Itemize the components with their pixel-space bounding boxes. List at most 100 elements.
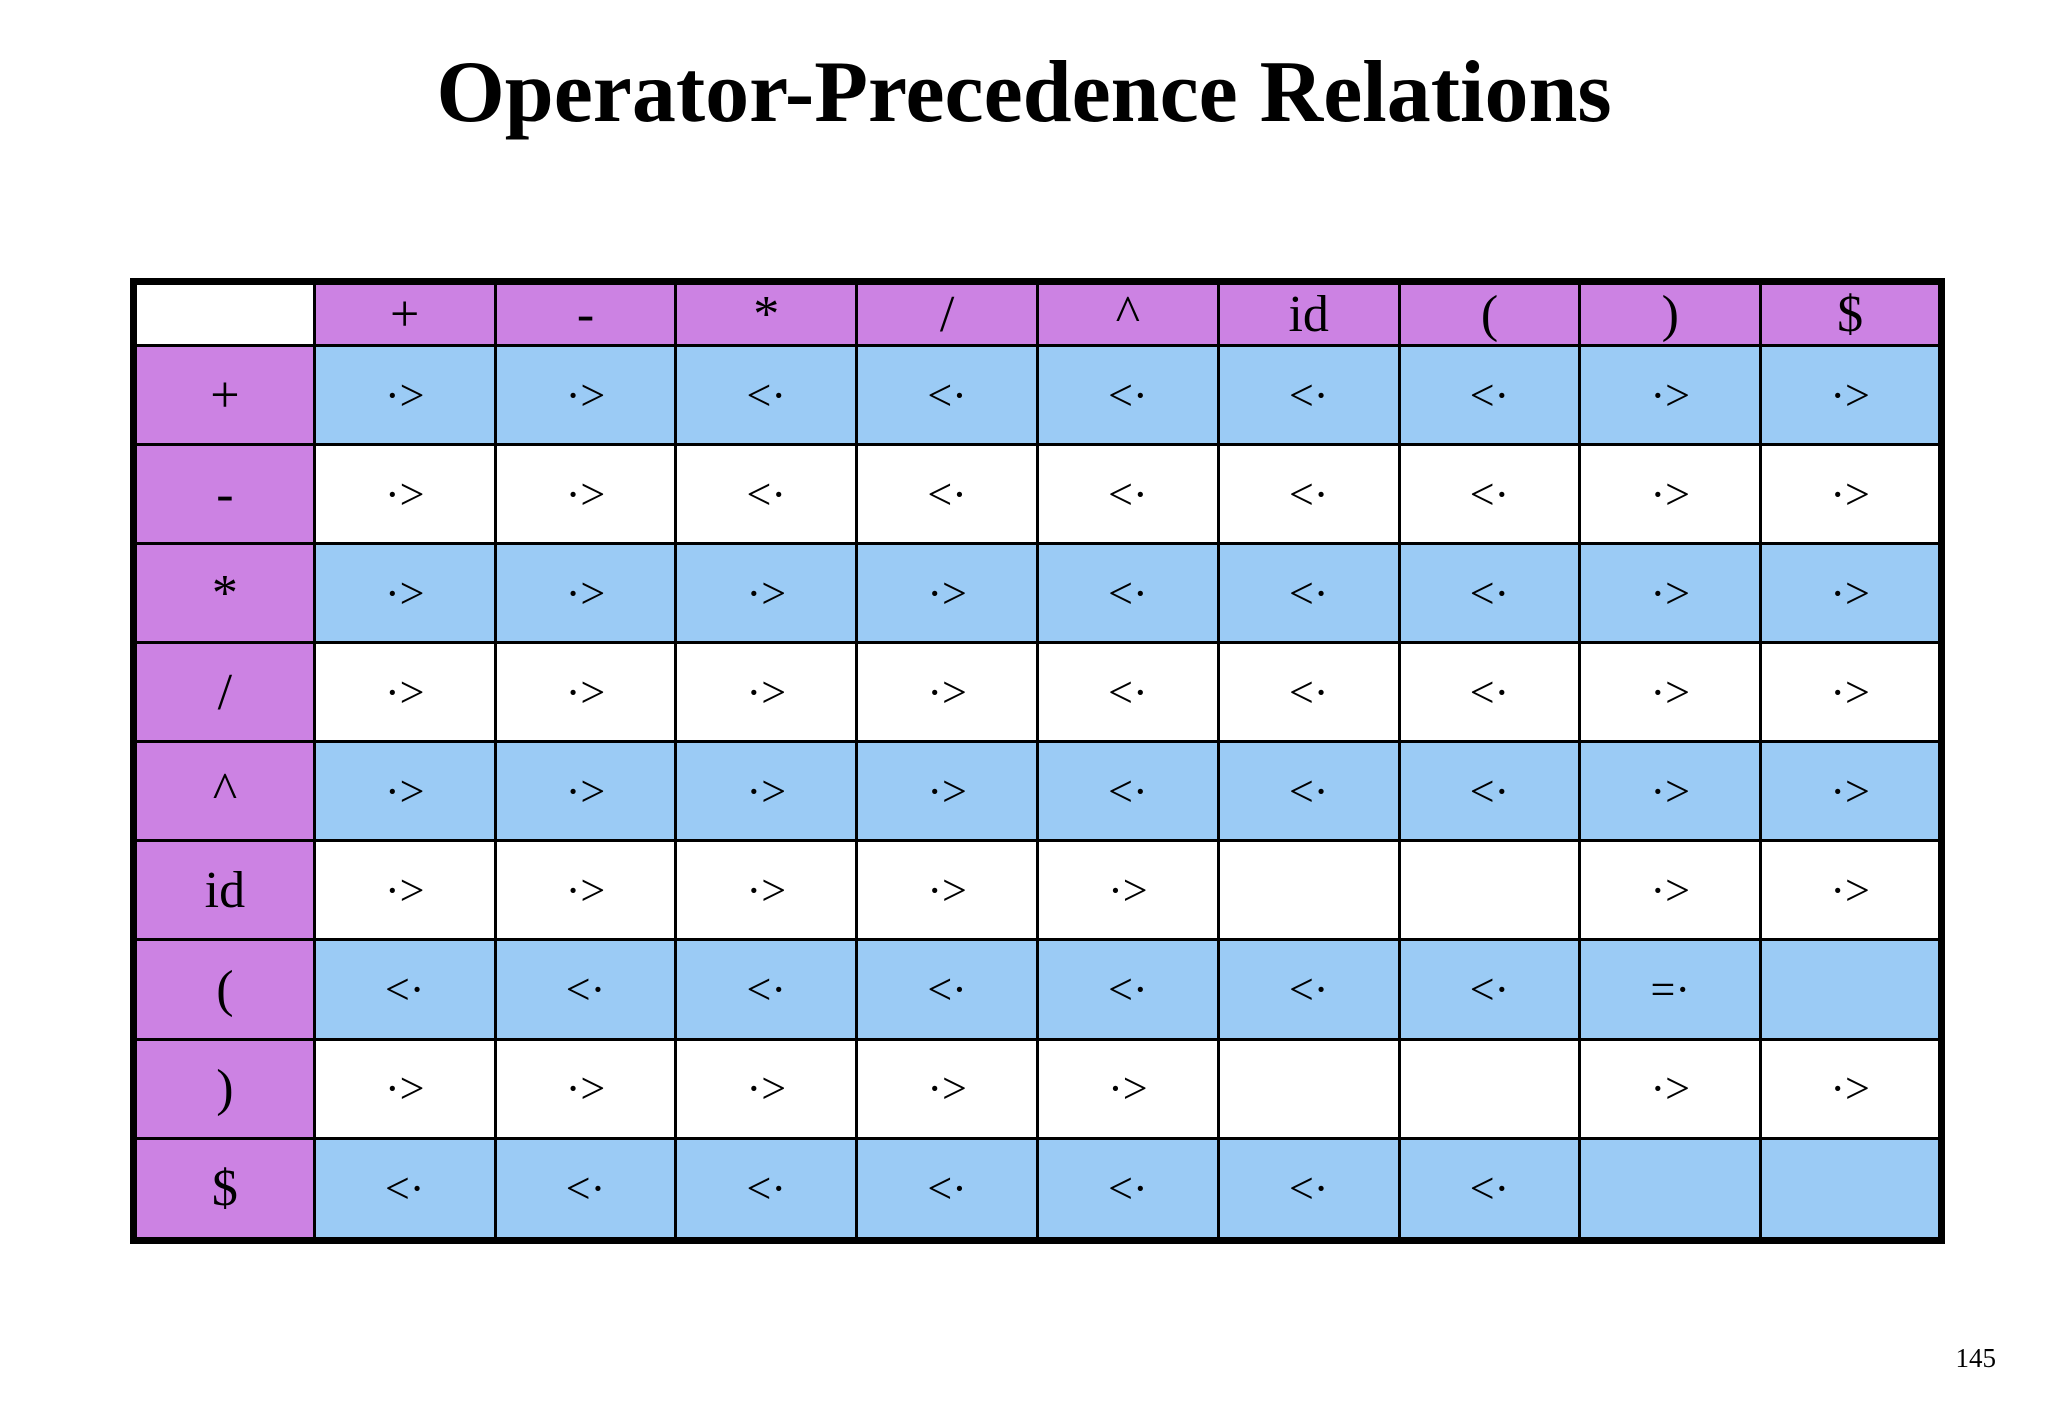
relation-cell: <·	[855, 1136, 1039, 1243]
column-header-cell: )	[1578, 280, 1763, 347]
column-header-cell: /	[855, 280, 1039, 347]
relation-cell: ·>	[1578, 839, 1763, 942]
relation-cell: <·	[1216, 343, 1401, 447]
relation-cell: ·>	[1578, 740, 1763, 843]
column-header-cell: +	[312, 280, 497, 347]
column-header-cell: ^	[1035, 280, 1220, 347]
relation-cell: ·>	[493, 839, 678, 942]
relation-cell: <·	[312, 938, 497, 1041]
relation-cell: <·	[1035, 641, 1220, 744]
relation-cell: <·	[1397, 542, 1582, 645]
relation-cell: <·	[1216, 740, 1401, 843]
relation-cell: <·	[1035, 343, 1220, 447]
relation-cell: <·	[1216, 1136, 1401, 1243]
relation-cell: <·	[1216, 641, 1401, 744]
relation-cell: ·>	[312, 641, 497, 744]
table-row: id·>·>·>·>·>·>·>	[132, 839, 1943, 942]
relation-cell: ·>	[1759, 641, 1943, 744]
relation-cell: ·>	[1035, 839, 1220, 942]
relation-cell: <·	[493, 938, 678, 1041]
relation-cell: ·>	[1578, 443, 1763, 546]
relation-cell: ·>	[855, 542, 1039, 645]
relation-cell: ·>	[493, 542, 678, 645]
relation-cell: <·	[674, 1136, 859, 1243]
relation-cell: ·>	[312, 740, 497, 843]
relation-cell: <·	[855, 343, 1039, 447]
column-header-cell: *	[674, 280, 859, 347]
relation-cell: ·>	[855, 641, 1039, 744]
relation-cell: <·	[1035, 740, 1220, 843]
column-header-cell: id	[1216, 280, 1401, 347]
relation-cell: <·	[1397, 938, 1582, 1041]
precedence-table: +-*/^id()$+·>·><·<·<·<·<··>·>-·>·><·<·<·…	[130, 278, 1945, 1244]
relation-cell: ·>	[312, 839, 497, 942]
page-title: Operator-Precedence Relations	[436, 44, 1612, 141]
relation-cell: <·	[1397, 443, 1582, 546]
relation-cell: <·	[1216, 443, 1401, 546]
page-number: 145	[1955, 1343, 1997, 1373]
table-row: *·>·>·>·><·<·<··>·>	[132, 542, 1943, 645]
relation-cell: <·	[855, 938, 1039, 1041]
table-row: ^·>·>·>·><·<·<··>·>	[132, 740, 1943, 843]
relation-cell: ·>	[312, 443, 497, 546]
relation-cell: ·>	[855, 1037, 1039, 1140]
relation-cell: <·	[674, 938, 859, 1041]
relation-cell	[1397, 839, 1582, 942]
relation-cell: <·	[1035, 542, 1220, 645]
relation-cell: =·	[1578, 938, 1763, 1041]
relation-cell: ·>	[855, 740, 1039, 843]
table-row: $<·<·<·<·<·<·<·	[132, 1136, 1943, 1243]
row-header-cell: id	[132, 839, 316, 942]
relation-cell: ·>	[674, 641, 859, 744]
relation-cell: ·>	[493, 343, 678, 447]
relation-cell: ·>	[855, 839, 1039, 942]
relation-cell: ·>	[312, 343, 497, 447]
relation-cell: ·>	[493, 641, 678, 744]
column-header-cell: $	[1759, 280, 1943, 347]
relation-cell: ·>	[1759, 740, 1943, 843]
relation-cell	[1216, 839, 1401, 942]
relation-cell: ·>	[674, 740, 859, 843]
relation-cell	[1759, 938, 1943, 1041]
relation-cell: <·	[855, 443, 1039, 546]
row-header-cell: $	[132, 1136, 316, 1243]
relation-cell: ·>	[1578, 1037, 1763, 1140]
relation-cell: ·>	[674, 839, 859, 942]
relation-cell: ·>	[1035, 1037, 1220, 1140]
column-header-cell: (	[1397, 280, 1582, 347]
relation-cell: ·>	[674, 1037, 859, 1140]
row-header-cell: -	[132, 443, 316, 546]
relation-cell: <·	[493, 1136, 678, 1243]
relation-cell: ·>	[1578, 542, 1763, 645]
relation-cell: <·	[1397, 1136, 1582, 1243]
row-header-cell: +	[132, 343, 316, 447]
row-header-cell: (	[132, 938, 316, 1041]
relation-cell: ·>	[312, 1037, 497, 1140]
relation-cell: ·>	[312, 542, 497, 645]
relation-cell	[1578, 1136, 1763, 1243]
relation-cell: <·	[1035, 443, 1220, 546]
relation-cell: ·>	[1578, 343, 1763, 447]
table-row: +·>·><·<·<·<·<··>·>	[132, 343, 1943, 447]
relation-cell: ·>	[1578, 641, 1763, 744]
relation-cell: ·>	[1759, 443, 1943, 546]
relation-cell	[1397, 1037, 1582, 1140]
row-header-cell: /	[132, 641, 316, 744]
header-row: +-*/^id()$	[132, 280, 1943, 347]
table-row: (<·<·<·<·<·<·<·=·	[132, 938, 1943, 1041]
relation-cell: ·>	[1759, 1037, 1943, 1140]
row-header-cell: )	[132, 1037, 316, 1140]
table-row: )·>·>·>·>·>·>·>	[132, 1037, 1943, 1140]
relation-cell: ·>	[674, 542, 859, 645]
relation-cell: <·	[1035, 938, 1220, 1041]
relation-cell: <·	[1216, 938, 1401, 1041]
relation-cell: ·>	[493, 443, 678, 546]
relation-cell: <·	[1216, 542, 1401, 645]
relation-cell: <·	[312, 1136, 497, 1243]
relation-cell: <·	[1397, 641, 1582, 744]
relation-cell	[1216, 1037, 1401, 1140]
relation-cell: <·	[674, 443, 859, 546]
row-header-cell: *	[132, 542, 316, 645]
column-header-cell: -	[493, 280, 678, 347]
